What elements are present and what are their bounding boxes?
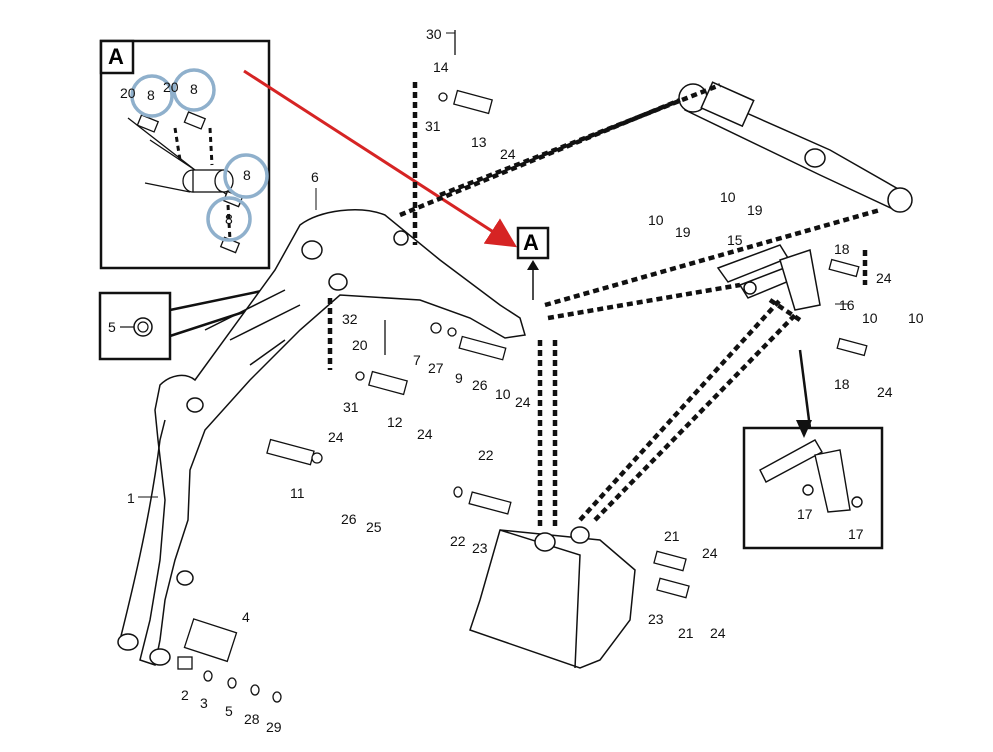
callout-a-box [516, 226, 550, 300]
callout-c24g: 24 [702, 545, 718, 561]
callout-c9: 9 [455, 370, 463, 386]
callout-c3: 3 [200, 695, 208, 711]
callout-c31b: 31 [343, 399, 359, 415]
highlight-circles [130, 68, 269, 242]
callout-c5: 5 [225, 703, 233, 719]
callout-ia20a: 20 [120, 85, 136, 101]
callout-c24h: 24 [710, 625, 726, 641]
callout-c1: 1 [127, 490, 135, 506]
inset-seal-detail [98, 280, 306, 361]
pins [177, 30, 868, 703]
callout-c17b: 17 [848, 526, 864, 542]
callout-c19b: 19 [675, 224, 691, 240]
callout-c31a: 31 [425, 118, 441, 134]
callout-c32: 32 [342, 311, 358, 327]
callout-c6: 6 [311, 169, 319, 185]
callout-c11: 11 [290, 485, 305, 501]
callout-c26a: 26 [472, 377, 488, 393]
callout-c29: 29 [266, 719, 282, 735]
callout-c27: 27 [428, 360, 444, 376]
callout-ia8c: 8 [243, 167, 251, 183]
callout-c13: 13 [471, 134, 487, 150]
callout-c22a: 22 [478, 447, 494, 463]
callout-c10a: 10 [720, 189, 736, 205]
inset-a-detail [99, 39, 271, 270]
callout-c21a: 21 [664, 528, 680, 544]
callout-c15: 15 [727, 232, 743, 248]
callout-c24c: 24 [877, 384, 893, 400]
callout-c10c: 10 [862, 310, 878, 326]
callout-c30: 30 [426, 26, 442, 42]
callout-c10b: 10 [648, 212, 664, 228]
callout-c25: 25 [366, 519, 382, 535]
callout-c19a: 19 [747, 202, 763, 218]
callout-ia20b: 20 [163, 79, 179, 95]
boom [117, 209, 526, 666]
callout-c28: 28 [244, 711, 260, 727]
callout-c2: 2 [181, 687, 189, 703]
callout-c18b: 18 [834, 376, 850, 392]
callout-c24e: 24 [417, 426, 433, 442]
callout-c10e: 10 [495, 386, 511, 402]
callout-c24b: 24 [876, 270, 892, 286]
hydraulic-cylinder [678, 81, 913, 213]
callout-c7: 7 [413, 352, 421, 368]
callout-c21b: 21 [678, 625, 694, 641]
callout-c4: 4 [242, 609, 250, 625]
callout-ia8d: 8 [225, 211, 233, 227]
callout-c12: 12 [387, 414, 403, 430]
callout-c20: 20 [352, 337, 368, 353]
inset-a-title: A [108, 44, 124, 69]
callout-ia8b: 8 [190, 81, 198, 97]
callout-c17a: 17 [797, 506, 813, 522]
callout-c10d: 10 [908, 310, 924, 326]
callout-c18a: 18 [834, 241, 850, 257]
callout-c16: 16 [839, 297, 855, 313]
callout-c24f: 24 [328, 429, 344, 445]
leader-lines [120, 32, 848, 498]
callout-c23b: 23 [648, 611, 664, 627]
linkage [716, 244, 821, 311]
bucket [469, 526, 636, 669]
callout-c24a: 24 [500, 146, 516, 162]
callout-c24d: 24 [515, 394, 531, 410]
inset-link-detail [742, 349, 884, 550]
callout-c14: 14 [433, 59, 449, 75]
seal-label: 5 [108, 319, 116, 335]
callout-c26b: 26 [341, 511, 357, 527]
callout-ia8a: 8 [147, 87, 155, 103]
callout-a-label: A [523, 230, 539, 255]
callout-c23a: 23 [472, 540, 488, 556]
callout-c22b: 22 [450, 533, 466, 549]
dashed-connections [327, 82, 881, 530]
red-arrow [243, 69, 518, 248]
